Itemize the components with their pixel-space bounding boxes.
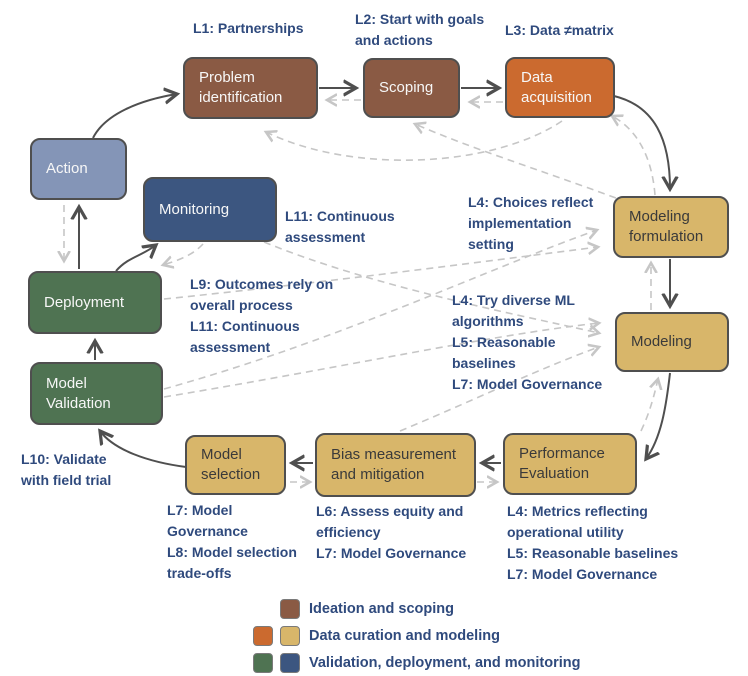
legend-row-data-curation: Data curation and modeling [251, 622, 581, 649]
legend-row-validation: Validation, deployment, and monitoring [251, 649, 581, 676]
legend: Ideation and scoping Data curation and m… [251, 595, 581, 676]
annotation-l3: L3: Data ≠matrix [505, 22, 614, 38]
node-scoping: Scoping [363, 58, 460, 118]
arrow-deployment-to-monitoring [115, 245, 156, 272]
annotation-l2: L2: Start with goals and actions [355, 11, 485, 48]
node-model-selection: Model selection [185, 435, 286, 495]
arrow-formulation-to-dataacq [612, 116, 656, 196]
arrow-modeling-to-perfeval [646, 372, 671, 459]
node-model-validation: Model Validation [30, 362, 163, 425]
node-data-acquisition: Data acquisition [505, 57, 615, 118]
node-problem-identification: Problem identification [183, 57, 318, 119]
node-performance-evaluation: Performance Evaluation [503, 433, 637, 495]
legend-swatch-tan [280, 625, 300, 646]
annotation-l10: L10: Validate with field trial [21, 451, 112, 488]
arrow-dataacq-to-problem [266, 120, 563, 161]
node-deployment: Deployment [28, 271, 162, 334]
annotation-l4-l5-l7: L4: Try diverse ML algorithms L5: Reason… [452, 292, 603, 392]
legend-swatch-orange [253, 625, 273, 646]
arrow-deployment-to-formulation [163, 247, 598, 300]
annotation-l6-l7: L6: Assess equity and efficiency L7: Mod… [316, 503, 467, 561]
annotation-l4-metrics: L4: Metrics reflecting operational utili… [507, 503, 679, 582]
arrow-action-to-problem [92, 94, 177, 139]
dashed-feedback-arrows [64, 100, 658, 482]
arrow-monitoring-to-deployment [163, 243, 204, 265]
arrow-monitoring-to-modeling [263, 241, 599, 333]
annotation-l4-choices: L4: Choices reflect implementation setti… [468, 194, 594, 252]
node-bias-measurement: Bias measurement and mitigation [315, 433, 476, 497]
node-modeling: Modeling [615, 312, 729, 372]
legend-swatch-blue [280, 652, 300, 673]
annotation-l1: L1: Partnerships [193, 20, 304, 36]
legend-label: Validation, deployment, and monitoring [309, 654, 581, 671]
legend-label: Data curation and modeling [309, 627, 500, 644]
solid-cycle-arrows [79, 88, 670, 467]
legend-row-ideation: Ideation and scoping [251, 595, 581, 622]
annotation-l11-monitoring: L11: Continuous assessment [285, 208, 395, 245]
legend-swatch-brown [280, 598, 300, 619]
node-action: Action [30, 138, 127, 200]
node-monitoring: Monitoring [143, 177, 277, 242]
legend-label: Ideation and scoping [309, 600, 455, 617]
arrow-dataacq-to-formulation [613, 95, 670, 189]
arrow-validation-to-formulation [163, 230, 597, 390]
arrow-selection-to-validation [100, 431, 187, 468]
annotation-l9-l11: L9: Outcomes rely on overall process L11… [190, 276, 334, 355]
arrow-bias-to-modeling [399, 347, 599, 432]
legend-swatch-green [253, 652, 273, 673]
node-modeling-formulation: Modeling formulation [613, 196, 729, 258]
arrow-validation-to-modeling [163, 323, 599, 398]
arrow-formulation-to-scoping [415, 124, 617, 199]
arrow-perfeval-to-modeling [640, 379, 658, 432]
annotation-l7-l8: L7: Model Governance L8: Model selection… [167, 502, 297, 581]
